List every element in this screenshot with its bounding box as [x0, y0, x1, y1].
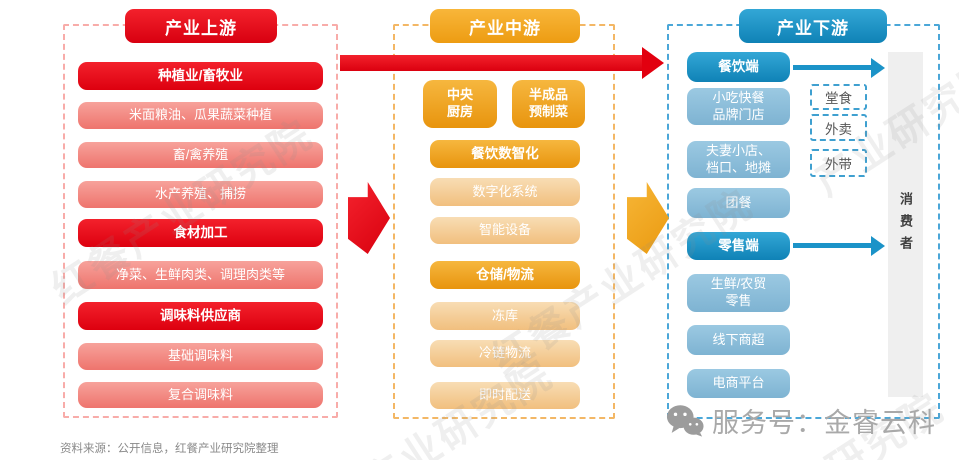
midstream-header: 产业中游 — [430, 9, 580, 43]
consumer-bar: 消费者 — [888, 52, 923, 397]
upstream-to-downstream-arrow — [340, 55, 642, 71]
wechat-icon — [666, 405, 704, 437]
downstream-item: 生鲜/农贸 零售 — [687, 274, 790, 312]
upstream-header: 产业上游 — [125, 9, 277, 43]
upstream-item: 米面粮油、瓜果蔬菜种植 — [78, 102, 323, 129]
midstream-item: 智能设备 — [430, 217, 580, 244]
downstream-item-retail: 零售端 — [687, 232, 790, 260]
midstream-item: 餐饮数智化 — [430, 140, 580, 168]
downstream-item-dining: 餐饮端 — [687, 52, 790, 82]
consumer-label: 消费者 — [898, 191, 913, 258]
upstream-item: 种植业/畜牧业 — [78, 62, 323, 90]
upstream-to-downstream-arrowhead — [642, 47, 664, 79]
dining-to-consumer-arrow — [793, 65, 871, 70]
upstream-item: 水产养殖、捕捞 — [78, 181, 323, 208]
midstream-item: 仓储/物流 — [430, 261, 580, 289]
wechat-watermark-label: 服务号：金睿云科 — [712, 408, 936, 438]
upstream-item: 食材加工 — [78, 219, 323, 247]
midstream-to-downstream-arrow — [627, 182, 669, 254]
channel-item: 外卖 — [810, 114, 867, 141]
retail-to-consumer-arrowhead — [871, 236, 885, 256]
midstream-item: 冻库 — [430, 302, 580, 330]
midstream-item: 即时配送 — [430, 382, 580, 409]
downstream-item: 团餐 — [687, 188, 790, 218]
upstream-to-midstream-arrow — [348, 182, 390, 254]
upstream-item: 净菜、生鲜肉类、调理肉类等 — [78, 261, 323, 289]
upstream-item: 基础调味料 — [78, 343, 323, 370]
upstream-item: 复合调味料 — [78, 382, 323, 408]
midstream-item-precooked: 半成品 预制菜 — [512, 80, 585, 128]
downstream-item: 夫妻小店、 档口、地摊 — [687, 141, 790, 178]
downstream-item: 线下商超 — [687, 325, 790, 355]
wechat-watermark: 服务号：金睿云科 — [666, 401, 936, 440]
source-note: 资料来源：公开信息，红餐产业研究院整理 — [60, 443, 279, 455]
downstream-item: 小吃快餐 品牌门店 — [687, 88, 790, 125]
midstream-item: 数字化系统 — [430, 178, 580, 206]
downstream-item: 电商平台 — [687, 369, 790, 398]
retail-to-consumer-arrow — [793, 243, 871, 248]
upstream-item: 调味料供应商 — [78, 302, 323, 330]
upstream-item: 畜/禽养殖 — [78, 142, 323, 168]
downstream-header: 产业下游 — [739, 9, 887, 43]
midstream-item: 冷链物流 — [430, 340, 580, 367]
dining-to-consumer-arrowhead — [871, 58, 885, 78]
midstream-item-central-kitchen: 中央 厨房 — [423, 80, 497, 128]
channel-item: 堂食 — [810, 84, 867, 110]
channel-item: 外带 — [810, 149, 867, 177]
